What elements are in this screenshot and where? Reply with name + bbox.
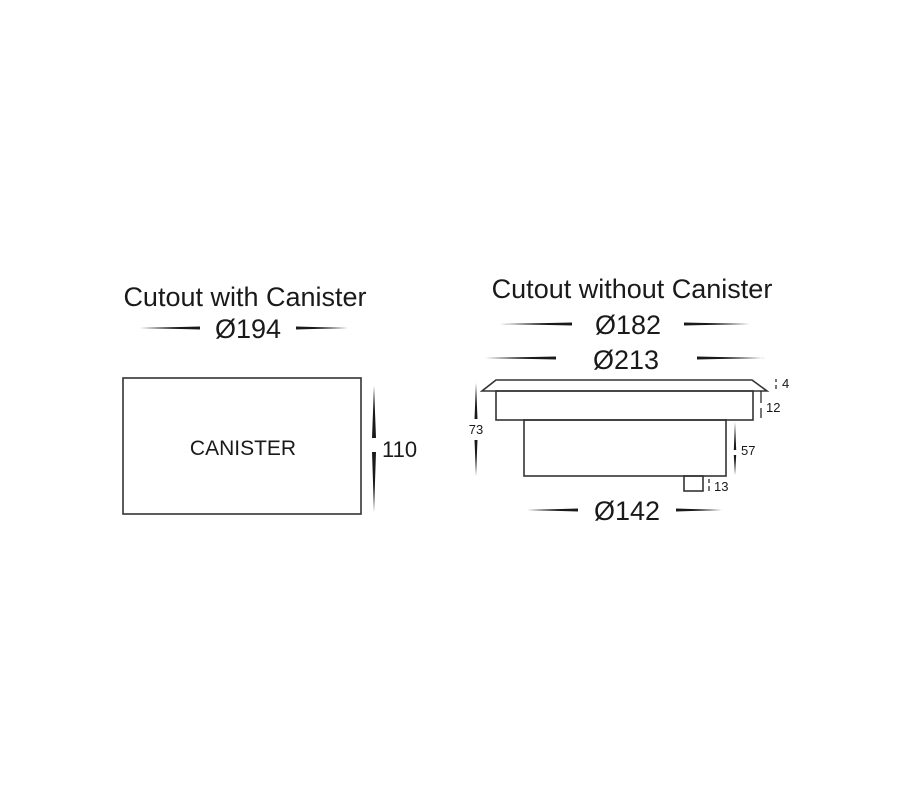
left-height-line-top xyxy=(372,386,376,438)
left-height-label: 110 xyxy=(382,437,417,462)
flange-thickness-label: 4 xyxy=(782,376,789,391)
body-height-line-bottom xyxy=(733,455,737,475)
body-height-line-top xyxy=(733,422,737,450)
flange-diameter-label: Ø213 xyxy=(593,345,659,375)
cable-gland-shape xyxy=(683,475,704,492)
left-diameter-label: Ø194 xyxy=(215,314,281,344)
collar-shape xyxy=(495,390,754,421)
body-diameter-line-left xyxy=(527,508,578,512)
left-diameter-line-left xyxy=(140,326,200,330)
cutout-diameter-label: Ø182 xyxy=(595,310,661,340)
total-height-label: 73 xyxy=(469,422,483,437)
canister-box xyxy=(122,377,362,515)
total-height-line-bottom xyxy=(474,440,478,476)
body-diameter-label: Ø142 xyxy=(594,496,660,526)
body-diameter-line-right xyxy=(676,508,722,512)
flange-diameter-line-right xyxy=(697,356,765,360)
right-title: Cutout without Canister xyxy=(492,274,773,304)
flange-shape xyxy=(479,379,770,392)
collar-height-label: 12 xyxy=(766,400,780,415)
gland-height-label: 13 xyxy=(714,479,728,494)
body-height-label: 57 xyxy=(741,443,755,458)
cutout-diameter-line-left xyxy=(500,322,572,326)
body-shape xyxy=(523,419,727,477)
left-title: Cutout with Canister xyxy=(123,282,366,312)
left-height-line-bottom xyxy=(372,452,376,512)
left-diameter-line-right xyxy=(296,326,348,330)
canister-label: CANISTER xyxy=(190,437,296,460)
total-height-line-top xyxy=(474,383,478,419)
flange-diameter-line-left xyxy=(485,356,556,360)
cutout-diameter-line-right xyxy=(684,322,750,326)
